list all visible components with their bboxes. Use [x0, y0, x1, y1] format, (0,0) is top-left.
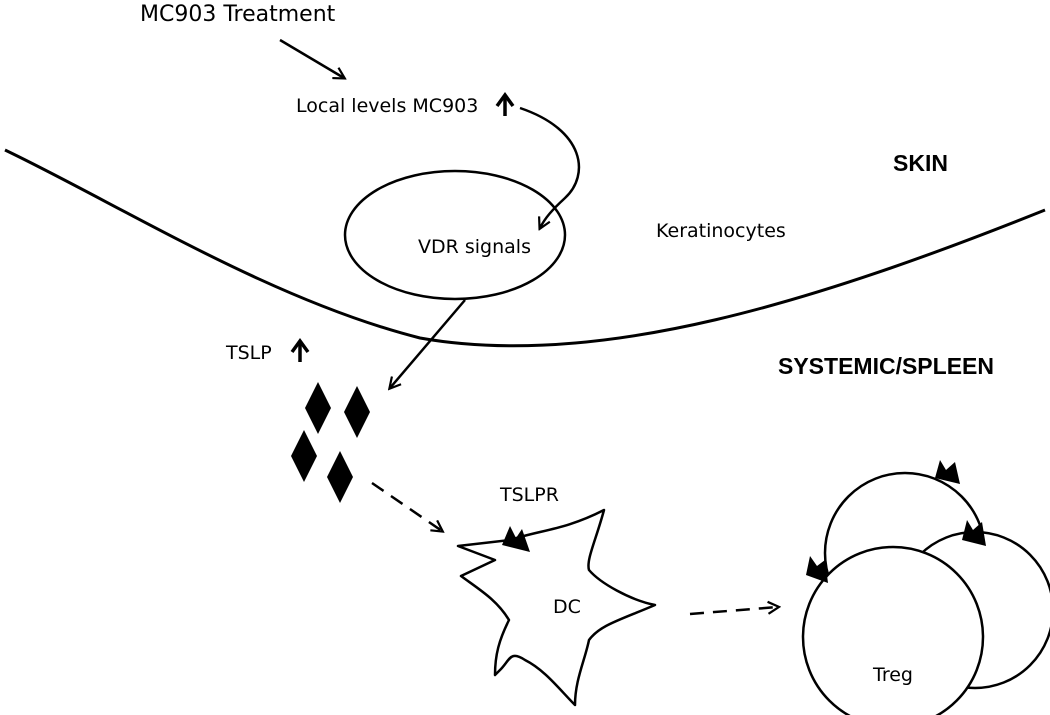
tslpr-label: TSLPR [500, 484, 559, 506]
receptor-notch-icon [962, 520, 986, 546]
diamond-icon [327, 451, 353, 503]
up-arrow-icon [495, 92, 515, 116]
keratinocyte-cell [343, 169, 567, 301]
treatment-arrow [279, 38, 344, 78]
tslp-label: TSLP [226, 342, 272, 364]
dc-label: DC [553, 596, 581, 618]
dendritic-cell [456, 508, 657, 707]
local-levels-label: Local levels MC903 [296, 95, 479, 117]
up-arrow-icon [290, 338, 310, 362]
vdr-signals-label: VDR signals [418, 236, 531, 258]
diamond-icon [291, 430, 317, 482]
systemic-region-label: SYSTEMIC/SPLEEN [778, 353, 994, 379]
dc-to-treg-arrow [689, 607, 778, 616]
diamond-icon [344, 386, 370, 438]
treatment-label: MC903 Treatment [140, 2, 336, 27]
diamond-icon [305, 382, 331, 434]
receptor-notch-icon [502, 526, 530, 552]
keratinocytes-label: Keratinocytes [656, 220, 786, 242]
treg-label: Treg [873, 664, 913, 686]
keratinocyte-to-tslp-arrow [390, 299, 466, 388]
tslp-to-dc-arrow [371, 481, 442, 531]
treg-cell-front [801, 545, 985, 715]
skin-boundary-line [4, 148, 1046, 348]
local-to-vdr-arrow [519, 106, 581, 228]
skin-region-label: SKIN [893, 150, 948, 176]
receptor-notch-icon [935, 460, 960, 484]
receptor-notch-icon [806, 556, 828, 583]
